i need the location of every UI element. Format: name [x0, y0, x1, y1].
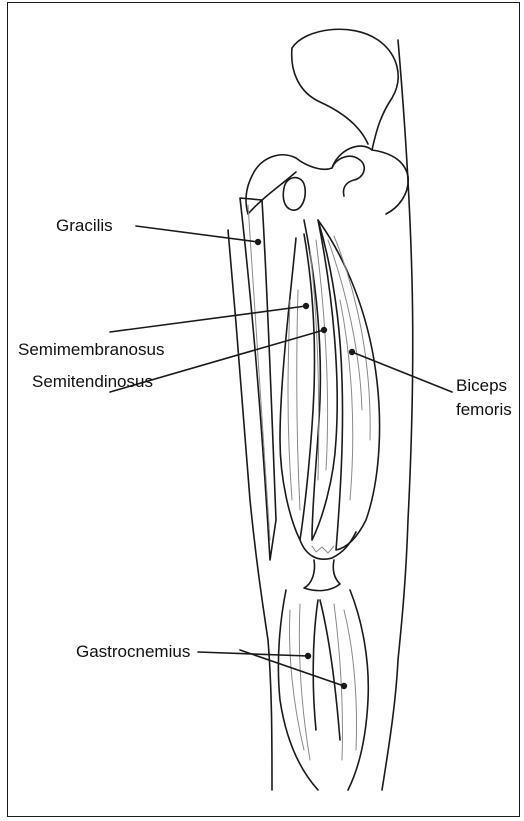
- femur-head: [332, 150, 408, 214]
- dot-semitendinosus: [322, 328, 327, 333]
- label-gracilis: Gracilis: [56, 216, 113, 236]
- leader-semimembranosus: [110, 306, 306, 332]
- obturator-foramen: [283, 178, 305, 211]
- label-semitendinosus: Semitendinosus: [32, 372, 153, 392]
- dot-gastrocnemius-b: [342, 684, 347, 689]
- popliteal-fossa: [300, 532, 356, 591]
- dot-gastrocnemius-a: [306, 654, 311, 659]
- pelvis-outline: [246, 29, 398, 214]
- dot-semimembranosus: [304, 304, 309, 309]
- label-semimembranosus: Semimembranosus: [18, 340, 164, 360]
- label-biceps-line2: femoris: [456, 400, 512, 420]
- gracilis-muscle: [240, 198, 276, 560]
- label-biceps-line1: Biceps: [456, 376, 507, 396]
- gastrocnemius-muscle: [278, 590, 368, 790]
- leader-gracilis: [136, 226, 258, 242]
- dot-gracilis: [256, 240, 261, 245]
- pelvis-detail: [292, 48, 368, 144]
- thigh-contour-right: [382, 40, 413, 790]
- leader-biceps: [352, 352, 452, 392]
- dot-biceps: [350, 350, 355, 355]
- label-gastrocnemius: Gastrocnemius: [76, 642, 190, 662]
